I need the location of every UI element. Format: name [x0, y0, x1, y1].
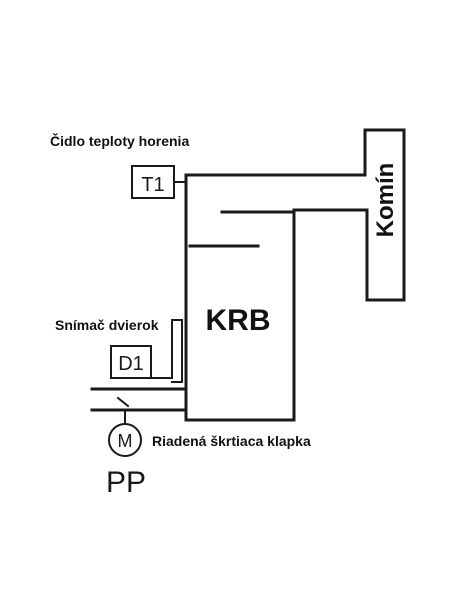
- motor-symbol: M: [118, 431, 133, 451]
- damper-caption: Riadená škrtiaca klapka: [152, 433, 311, 449]
- air-duct-lower: [90, 408, 296, 422]
- pp-label: PP: [106, 466, 146, 499]
- chimney-label: Komín: [372, 163, 399, 238]
- door-sensor-caption: Snímač dvierok: [55, 317, 159, 333]
- temp-sensor-label: T1: [141, 174, 164, 196]
- chimney-outline: [184, 128, 406, 302]
- door-sensor-bracket: [150, 319, 183, 383]
- fireplace-label: KRB: [206, 304, 271, 337]
- door-sensor-box: [110, 345, 152, 379]
- temp-sensor-box: [131, 165, 175, 199]
- damper-flap: [116, 396, 130, 408]
- temp-sensor-caption: Čidlo teploty horenia: [50, 132, 189, 149]
- motor-circle: [108, 423, 142, 457]
- door-sensor-label: D1: [118, 353, 144, 375]
